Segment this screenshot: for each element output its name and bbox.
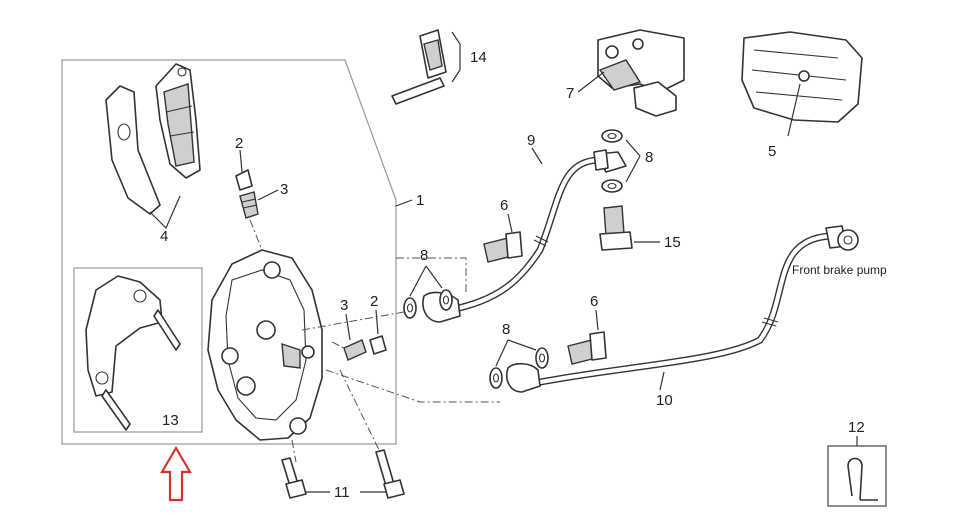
- bleed-screw-mid: [343, 339, 367, 361]
- hose-bolt-mid: [567, 331, 607, 365]
- leader-10: [659, 371, 665, 391]
- callout-2-top: 2: [235, 135, 243, 152]
- banjo-bolt: [599, 205, 633, 251]
- callout-4: 4: [160, 228, 168, 245]
- callout-3-mid: 3: [340, 297, 348, 314]
- leader-8-top: [625, 139, 641, 183]
- callout-2-mid: 2: [370, 293, 378, 310]
- brake-hose-lower: [506, 225, 859, 393]
- leader-8-left: [409, 265, 443, 297]
- caliper-bracket: [85, 275, 181, 431]
- callout-14: 14: [470, 49, 487, 66]
- leader-6-mid: [595, 309, 599, 331]
- bleed-cap-top: [235, 169, 253, 191]
- callout-8-mid: 8: [502, 321, 510, 338]
- alignment-lines: [249, 219, 500, 463]
- caliper-bolts: [281, 449, 405, 499]
- callout-15: 15: [664, 234, 681, 251]
- leader-3-top: [257, 189, 279, 201]
- callout-6-top: 6: [500, 197, 508, 214]
- leader-8-mid: [495, 339, 537, 367]
- leader-2-top: [239, 149, 243, 173]
- protective-cover: [741, 31, 863, 123]
- bleed-cap-mid: [369, 335, 387, 355]
- leader-4: [149, 195, 181, 230]
- leader-5: [787, 83, 801, 137]
- leader-1: [395, 199, 413, 207]
- bleed-screw-top: [239, 191, 259, 219]
- callout-13: 13: [162, 412, 179, 429]
- spring-clip-box: [827, 445, 887, 507]
- leader-3-mid: [345, 313, 351, 341]
- leader-6-top: [507, 213, 513, 233]
- callout-12: 12: [848, 419, 865, 436]
- leader-2-mid: [375, 309, 379, 335]
- leader-7: [577, 71, 605, 93]
- callout-7: 7: [566, 85, 574, 102]
- callout-8-left: 8: [420, 247, 428, 264]
- front-brake-pump-label: Front brake pump: [792, 263, 887, 277]
- hose-bolt-top: [483, 231, 523, 263]
- hose-union: [597, 29, 685, 117]
- callout-5: 5: [768, 143, 776, 160]
- callout-10: 10: [656, 392, 673, 409]
- callout-9: 9: [527, 132, 535, 149]
- brake-caliper: [207, 249, 323, 441]
- sealing-washers-mid: [489, 347, 549, 389]
- sealing-washers-left: [403, 289, 453, 319]
- brake-pads: [105, 63, 201, 215]
- caliper-assembly-frame: [61, 59, 397, 445]
- highlight-arrow-icon: [160, 445, 192, 502]
- callout-3-top: 3: [280, 181, 288, 198]
- callout-8-top: 8: [645, 149, 653, 166]
- callout-1: 1: [416, 192, 424, 209]
- callout-11: 11: [334, 484, 350, 501]
- callout-6-mid: 6: [590, 293, 598, 310]
- pad-pin-and-clip: [391, 29, 461, 105]
- leader-9: [531, 147, 543, 165]
